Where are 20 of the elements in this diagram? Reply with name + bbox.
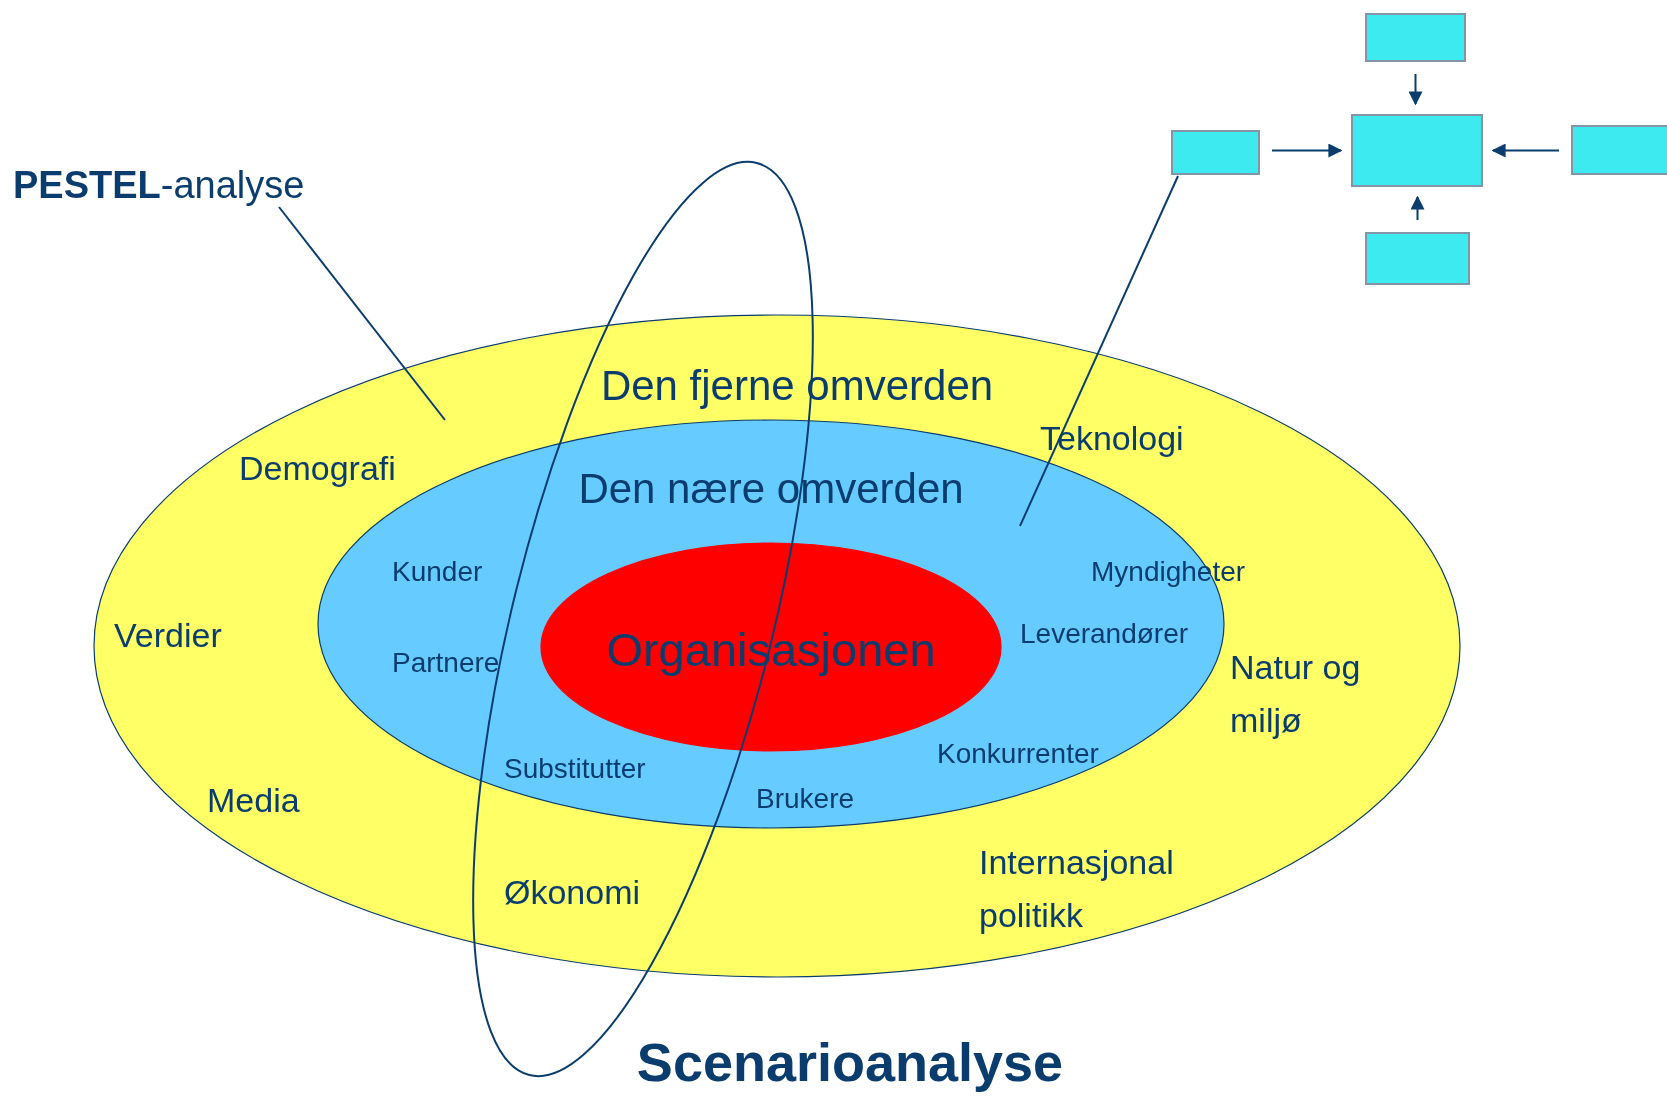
leader-line bbox=[278, 206, 446, 421]
arrow bbox=[1408, 73, 1423, 106]
callout-label: PESTEL-analyse bbox=[13, 165, 305, 207]
factor-label: Konkurrenter bbox=[937, 738, 1099, 770]
factor-label: Leverandører bbox=[1020, 618, 1189, 650]
factor-label: Verdier bbox=[114, 617, 222, 655]
factor-label: Substitutter bbox=[504, 753, 646, 785]
arrow bbox=[1491, 143, 1560, 158]
leader-line bbox=[1019, 175, 1179, 527]
diagram-label: Scenarioanalyse bbox=[636, 1033, 1064, 1093]
factor-label: Partnere bbox=[392, 647, 500, 679]
factor-label: Internasjonal politikk bbox=[979, 842, 1175, 936]
arrow bbox=[1271, 143, 1343, 158]
factor-label: Media bbox=[207, 782, 300, 820]
factor-label: Brukere bbox=[756, 783, 855, 815]
factor-label: Natur og miljø bbox=[1230, 647, 1362, 741]
factor-label: Kunder bbox=[392, 556, 483, 588]
factor-label: Økonomi bbox=[504, 874, 641, 912]
factor-label: Demografi bbox=[239, 450, 396, 488]
arrow bbox=[1410, 195, 1425, 221]
